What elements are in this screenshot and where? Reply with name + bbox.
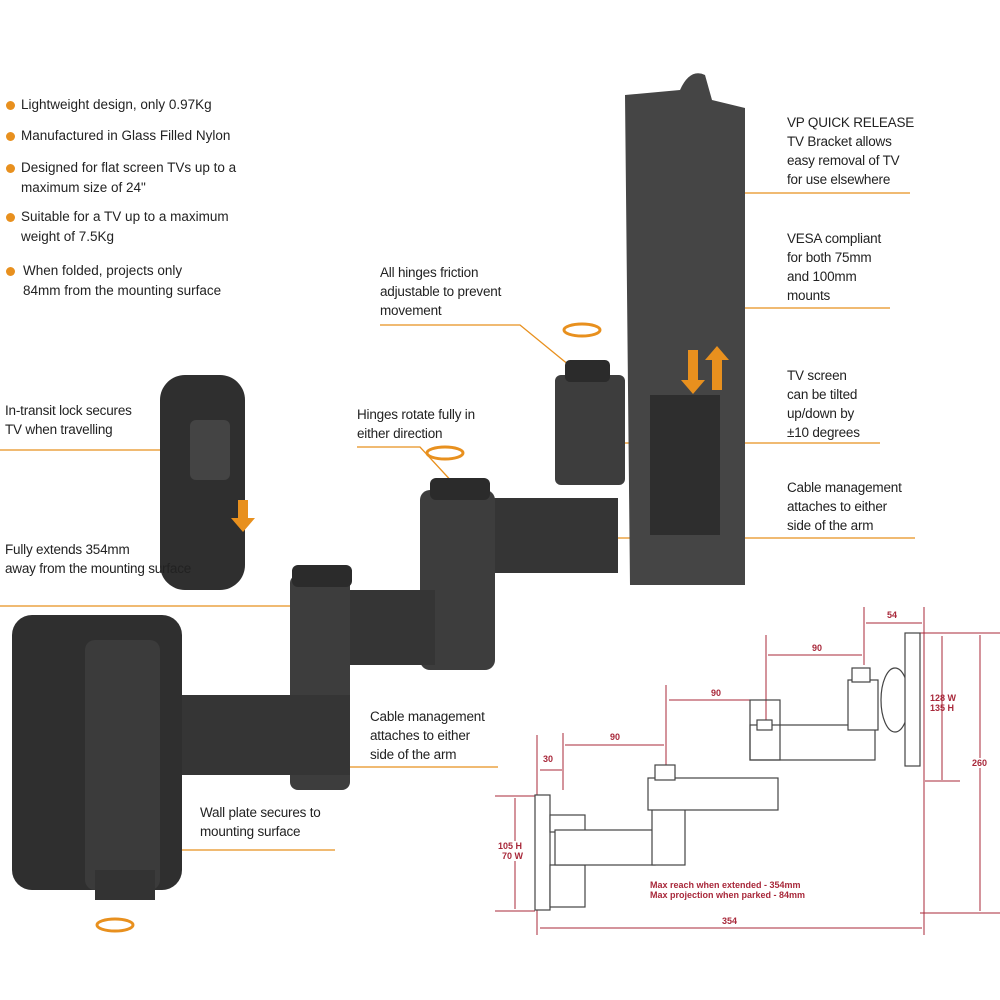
dim-70w: 70 W [502, 851, 524, 861]
dim-90: 90 [610, 732, 621, 742]
callout-line-text: VP QUICK RELEASE [787, 115, 915, 130]
callout-line-text: VESA compliant [787, 231, 882, 246]
dim-90: 90 [812, 643, 823, 653]
note-max-reach: Max reach when extended - 354mm [650, 880, 801, 890]
feature-text: Lightweight design, only 0.97Kg [21, 97, 212, 112]
callout-vesa: VESA compliant for both 75mm and 100mm moun… [787, 229, 881, 305]
callout-line-text: Cable management [370, 709, 485, 724]
callout-line-text: mounts [787, 288, 831, 303]
feature-text: Designed for flat screen TVs up to a [21, 160, 237, 175]
callout-extends: Fully extends 354mm away from the mountin… [5, 540, 191, 578]
bullet-icon [6, 101, 15, 110]
lock-down-arrow-icon [231, 500, 255, 532]
dim-54: 54 [887, 610, 898, 620]
technical-drawing [534, 632, 921, 911]
dim-128w: 128 W [930, 693, 957, 703]
callout-line-text: Cable management [787, 480, 902, 495]
callout-line-text: Fully extends 354mm [5, 542, 130, 557]
callout-cable-upper: Cable management attaches to either side o… [787, 478, 902, 535]
dim-354: 354 [722, 916, 738, 926]
callout-line-text: ±10 degrees [787, 425, 860, 440]
callout-hinges-rotate: Hinges rotate fully in either direction [357, 405, 475, 443]
feature-text: weight of 7.5Kg [21, 229, 115, 244]
bullet-icon [6, 213, 15, 222]
rotate-arrow-icons [95, 322, 602, 933]
bullet-icon [6, 164, 15, 173]
note-max-projection: Max projection when parked - 84mm [650, 890, 806, 900]
dim-90: 90 [711, 688, 722, 698]
dim-30: 30 [543, 754, 554, 764]
callout-line-text: Hinges rotate fully in [357, 407, 475, 422]
dim-135h: 135 H [930, 703, 955, 713]
callout-transit-lock: In-transit lock secures TV when travellin… [5, 401, 132, 439]
dim-260: 260 [972, 758, 988, 768]
callout-line-text: easy removal of TV [787, 153, 900, 168]
mount-illustration [12, 73, 745, 900]
callout-line-text: TV screen [787, 368, 847, 383]
callout-hinges-friction: All hinges friction adjustable to prevent… [380, 263, 501, 320]
feature-text: maximum size of 24" [21, 180, 146, 195]
callout-line-text: and 100mm [787, 269, 857, 284]
feature-text: When folded, projects only [23, 263, 183, 278]
feature-item: When folded, projects only 84mm from the … [6, 261, 221, 301]
feature-text: 84mm from the mounting surface [23, 283, 222, 298]
callout-line-text: TV when travelling [5, 422, 113, 437]
callout-line-text: for both 75mm [787, 250, 872, 265]
up-arrow-icon [705, 346, 729, 390]
dimension-lines [495, 607, 1000, 935]
callout-cable-lower: Cable management attaches to either side o… [370, 707, 485, 764]
callout-quick-release: VP QUICK RELEASE TV Bracket allows easy re… [787, 113, 914, 189]
callout-line-text: movement [380, 303, 442, 318]
callout-line-text: In-transit lock secures [5, 403, 132, 418]
callout-line-text: attaches to either [787, 499, 887, 514]
callout-line-text: mounting surface [200, 824, 301, 839]
down-arrow-icon [681, 350, 705, 394]
callout-line-text: side of the arm [787, 518, 874, 533]
feature-item: Lightweight design, only 0.97Kg [6, 95, 212, 115]
bullet-icon [6, 267, 15, 276]
feature-item: Suitable for a TV up to a maximum weight … [6, 207, 229, 247]
callout-wall-plate: Wall plate secures to mounting surface [200, 803, 321, 841]
bullet-icon [6, 132, 15, 141]
callout-line-text: Wall plate secures to [200, 805, 321, 820]
callout-line-text: side of the arm [370, 747, 457, 762]
feature-item: Manufactured in Glass Filled Nylon [6, 126, 230, 146]
feature-text: Suitable for a TV up to a maximum [21, 209, 229, 224]
callout-tilt: TV screen can be tilted up/down by ±10 degr… [787, 366, 860, 442]
callout-line-text: away from the mounting surface [5, 561, 192, 576]
callout-line-text: All hinges friction [380, 265, 479, 280]
feature-item: Designed for flat screen TVs up to a maxi… [6, 158, 236, 198]
dim-105h: 105 H [498, 841, 523, 851]
callout-line-text: for use elsewhere [787, 172, 891, 187]
callout-line-text: either direction [357, 426, 443, 441]
callout-line-text: TV Bracket allows [787, 134, 892, 149]
feature-text: Manufactured in Glass Filled Nylon [21, 128, 231, 143]
callout-line-text: adjustable to prevent [380, 284, 502, 299]
callout-line-text: attaches to either [370, 728, 470, 743]
motion-arrows [231, 346, 729, 532]
callout-line-text: up/down by [787, 406, 855, 421]
callout-line-text: can be tilted [787, 387, 858, 402]
